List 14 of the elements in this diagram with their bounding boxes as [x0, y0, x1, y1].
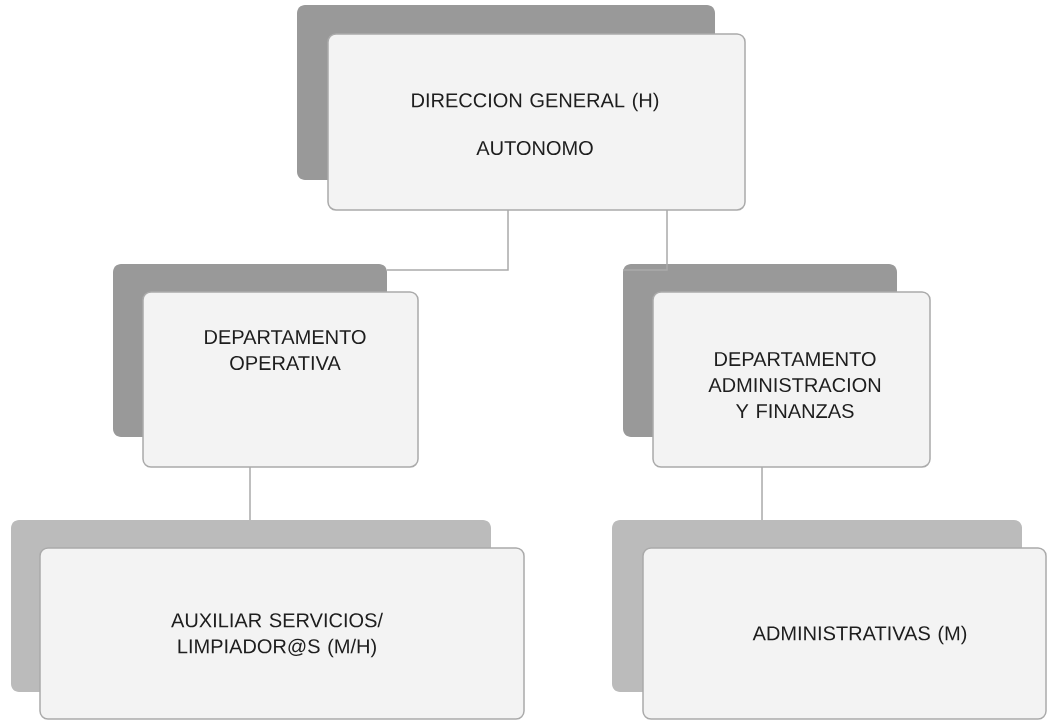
org-box — [297, 5, 746, 211]
box-label: AUXILIAR SERVICIOS/ LIMPIADOR@S (M/H) — [171, 612, 383, 658]
box-label: DEPARTAMENTO ADMINISTRACION Y FINANZAS — [708, 351, 881, 419]
box-label: DIRECCION GENERAL (H) — [412, 92, 659, 112]
box-label: ADMINISTRATIVAS (M) — [752, 625, 967, 645]
box-label: DEPARTAMENTO OPERATIVA — [205, 329, 366, 371]
org-box — [612, 520, 1047, 720]
connector-line — [761, 466, 763, 521]
org-box — [11, 520, 525, 720]
org-box — [113, 264, 419, 468]
box-label: AUTONOMO — [476, 140, 593, 156]
org-box — [623, 264, 931, 468]
connector-line — [386, 209, 509, 271]
connector-line — [249, 466, 251, 521]
